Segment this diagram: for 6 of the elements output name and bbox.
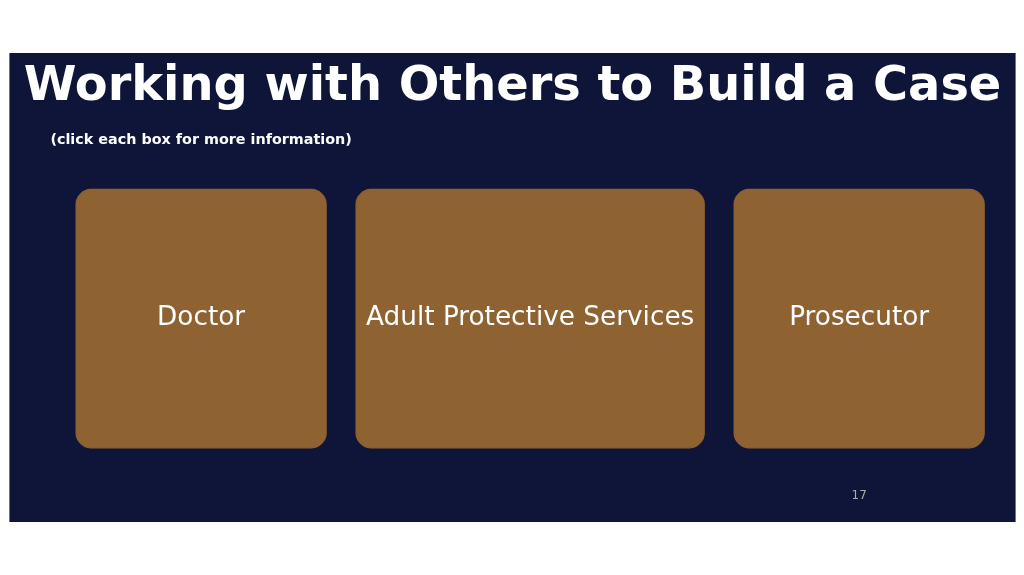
node-box: Doctor (75, 188, 327, 449)
label: 17 (851, 487, 867, 502)
diagram-title: Working with Others to Build a Case (23, 55, 1001, 111)
node-box: Prosecutor (733, 188, 985, 449)
label: (click each box for more information) (49, 131, 352, 148)
node-box: Adult Protective Services (354, 188, 705, 449)
